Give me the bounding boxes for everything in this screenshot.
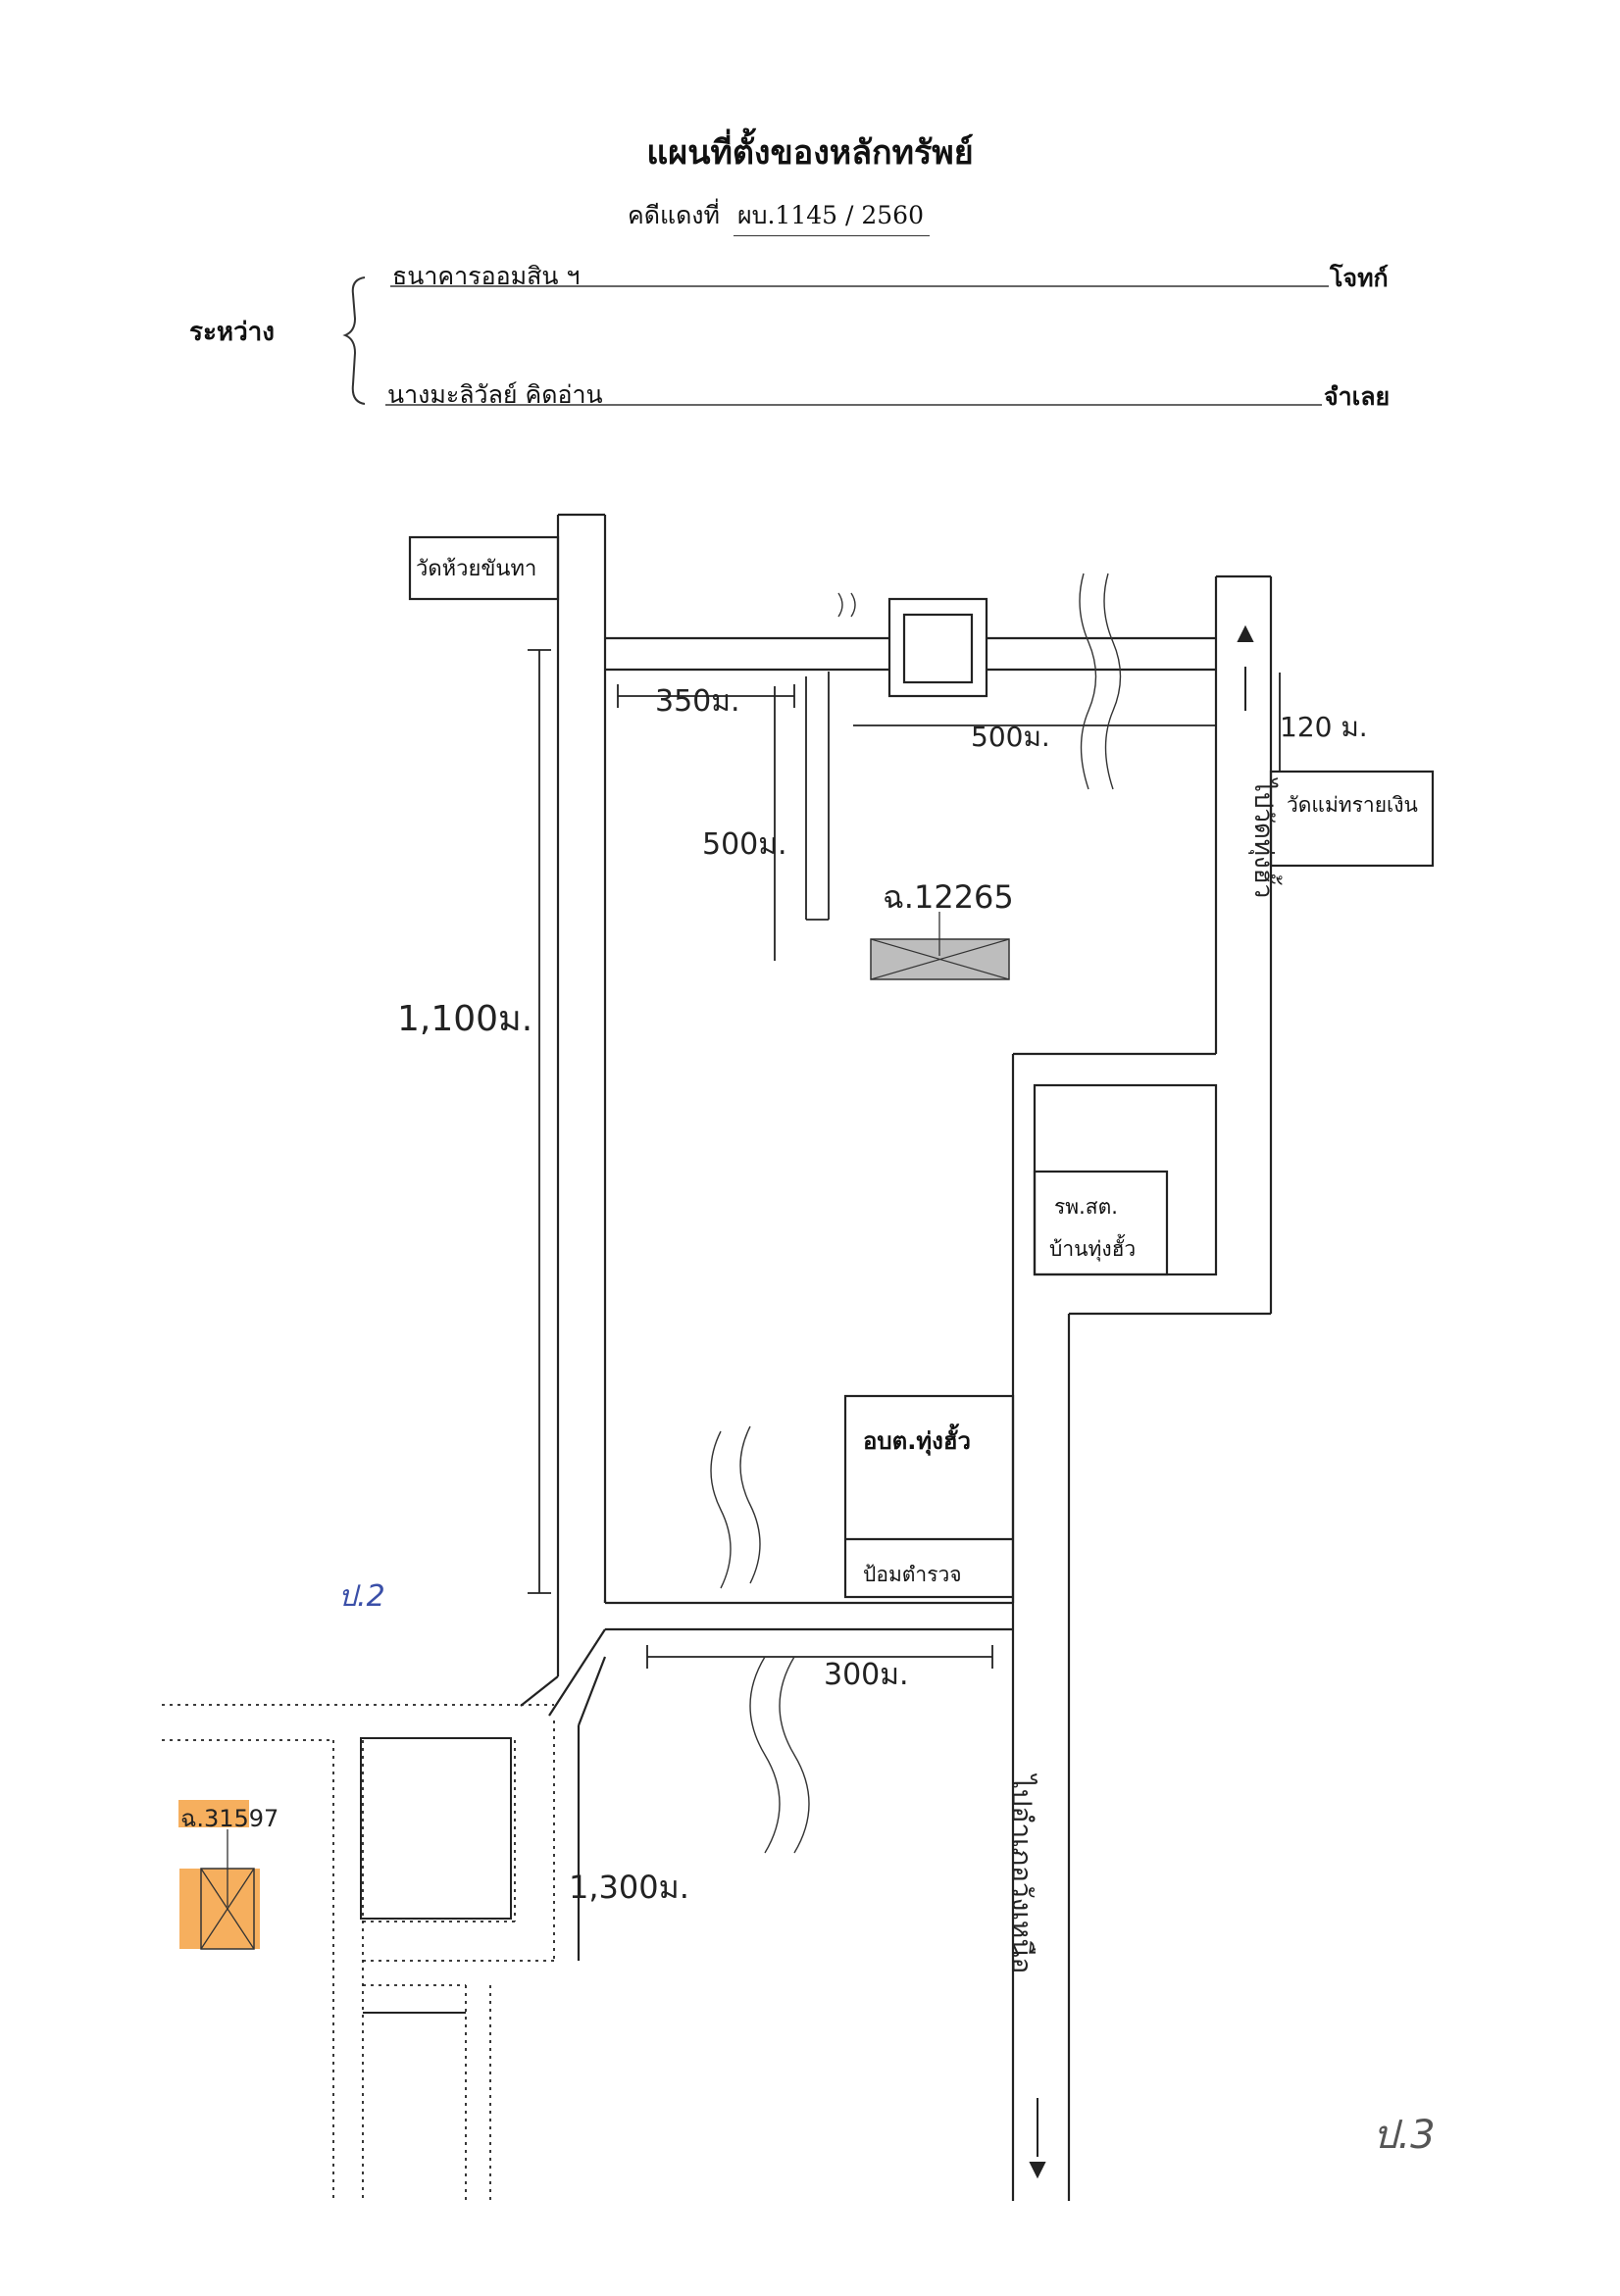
temple-top-left-label: วัดห้วยขันทา (416, 557, 537, 581)
plaintiff-role: โจทก์ (1330, 264, 1389, 292)
police-box-label: ป้อมตำรวจ (863, 1563, 962, 1586)
health-center-line1: รพ.สต. (1054, 1195, 1118, 1219)
road-junction (520, 1628, 607, 1961)
road-top (605, 636, 1216, 672)
road-right-north-label: ไปวัดทุ่งฮั้ว (1248, 778, 1279, 899)
case-number-line: คดีแดงที่ ผบ.1145 / 2560 (628, 196, 930, 236)
sao-office-label: อบต.ทุ่งฮั้ว (863, 1427, 972, 1455)
direction-arrows (1029, 624, 1254, 2179)
page-mark-2: ป.2 (338, 1579, 385, 1614)
lower-block (360, 1737, 512, 2014)
case-label: คดีแดงที่ (628, 201, 720, 229)
distance-1300: 1,300ม. (569, 1869, 689, 1906)
sao-office-box (843, 1394, 1015, 1599)
health-center-line2: บ้านทุ่งฮั้ว (1049, 1237, 1137, 1261)
dotted-road-network (162, 1704, 555, 2201)
parcel-main-marker (870, 912, 1010, 980)
distance-1100: 1,100ม. (397, 999, 533, 1039)
header-rules (342, 276, 1329, 406)
bridge-inner (902, 613, 974, 684)
bridge-outer (887, 597, 988, 698)
stream-lines (710, 573, 1122, 1854)
document-title: แผนที่ตั้งของหลักทรัพย์ (646, 133, 974, 173)
defendant-role: จำเลย (1324, 382, 1391, 411)
parcel-orange-label: ฉ.31597 (180, 1805, 279, 1832)
parcel-orange-marker (178, 1800, 260, 1950)
road-middle (603, 1598, 1015, 1631)
road-left-vertical (556, 513, 607, 1676)
distance-300: 300ม. (824, 1658, 909, 1692)
distance-500-horizontal: 500ม. (971, 721, 1050, 753)
dimension-lines (528, 649, 1281, 1669)
page-mark-3: ป.3 (1373, 2113, 1436, 2158)
plaintiff-name: ธนาคารออมสิน ฯ (392, 262, 581, 290)
between-label: ระหว่าง (189, 318, 275, 347)
defendant-name: นางมะลิวัลย์ คิดอ่าน (387, 380, 603, 409)
health-center-inner (1033, 1170, 1169, 1276)
parcel-main-label: ฉ.12265 (883, 878, 1014, 916)
road-right-upper (1011, 574, 1273, 2201)
case-number: ผบ.1145 / 2560 (733, 196, 930, 236)
temple-right-label: วัดแม่ทรายเงิน (1287, 793, 1418, 817)
temple-top-left-box (408, 535, 560, 601)
distance-120: 120 ม. (1280, 711, 1368, 743)
distance-350: 350ม. (655, 684, 740, 719)
road-right-south-label: ไปอำเภอวังเหนือ (1005, 1774, 1038, 1974)
temple-right-box (1269, 770, 1435, 868)
distance-500-vertical: 500ม. (702, 827, 787, 862)
